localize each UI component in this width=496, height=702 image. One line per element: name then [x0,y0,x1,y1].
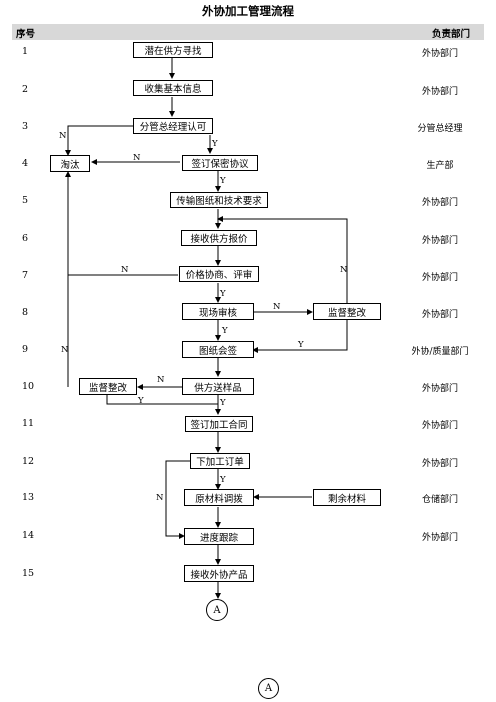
row-dept: 外协部门 [421,87,458,97]
row-number: 13 [22,492,35,503]
row-dept: 外协部门 [421,273,458,283]
step-supervise-fix-8: 监督整改 [313,303,381,320]
yes-label: Y [298,340,304,350]
step-gm-approval: 分管总经理认可 [133,118,213,134]
row-dept: 外协部门 [421,198,458,208]
step-receive-quotes: 接收供方报价 [181,230,257,246]
no-label: N [59,131,67,141]
row-number: 4 [22,158,29,169]
row-dept: 外协部门 [421,384,458,394]
step-progress-tracking: 进度跟踪 [184,528,254,545]
row-number: 3 [22,121,29,132]
step-material-transfer: 原材料调拨 [184,489,254,506]
row-number: 1 [22,46,29,57]
yes-label: Y [222,326,228,336]
no-label: N [273,302,281,312]
step-collect-info: 收集基本信息 [133,80,213,96]
row-dept: 外协部门 [421,236,458,246]
no-label: N [121,265,129,275]
step-find-suppliers: 潜在供方寻找 [133,42,213,58]
yes-label: Y [220,475,226,485]
row-dept: 外协部门 [421,49,458,59]
no-label: N [133,153,141,163]
step-supervise-fix-10: 监督整改 [79,378,137,395]
row-dept: 生产部 [426,161,454,171]
no-label: N [156,493,164,503]
row-dept: 外协部门 [421,459,458,469]
no-label: N [61,345,69,355]
row-number: 7 [22,270,29,281]
header-seq: 序号 [16,29,36,40]
row-number: 12 [22,456,35,467]
yes-label: Y [138,396,144,406]
yes-label: Y [220,289,226,299]
row-dept: 分管总经理 [417,124,463,134]
row-number: 14 [22,530,35,541]
row-number: 2 [22,84,29,95]
row-dept: 仓储部门 [421,495,458,505]
row-dept: 外协部门 [421,533,458,543]
connector-a-bottom: A [258,678,279,699]
row-dept: 外协部门 [421,421,458,431]
header-dept: 负责部门 [432,29,471,40]
step-drawing-signoff: 图纸会签 [182,341,254,358]
page-title: 外协加工管理流程 [202,4,294,18]
step-receive-products: 接收外协产品 [184,565,254,582]
no-label: N [157,375,165,385]
row-number: 10 [22,381,35,392]
yes-label: Y [220,398,226,408]
row-number: 5 [22,195,29,206]
row-number: 15 [22,568,35,579]
step-send-samples: 供方送样品 [182,378,254,395]
step-surplus-material: 剩余材料 [313,489,381,506]
row-number: 8 [22,307,29,318]
row-number: 11 [22,418,35,429]
step-place-order: 下加工订单 [190,453,250,469]
step-site-audit: 现场审核 [182,303,254,320]
row-number: 6 [22,233,29,244]
row-dept: 外协部门 [421,310,458,320]
no-label: N [340,265,348,275]
step-price-review: 价格协商、评审 [179,266,259,282]
step-transfer-drawings: 传输图纸和技术要求 [170,192,268,208]
step-sign-nda: 签订保密协议 [182,155,258,171]
yes-label: Y [220,176,226,186]
yes-label: Y [212,139,218,149]
header-bar [12,24,484,40]
connector-a: A [206,599,228,621]
row-number: 9 [22,344,29,355]
step-eliminate: 淘汰 [50,155,90,172]
row-dept: 外协/质量部门 [411,347,469,357]
step-sign-contract: 签订加工合同 [185,416,253,432]
